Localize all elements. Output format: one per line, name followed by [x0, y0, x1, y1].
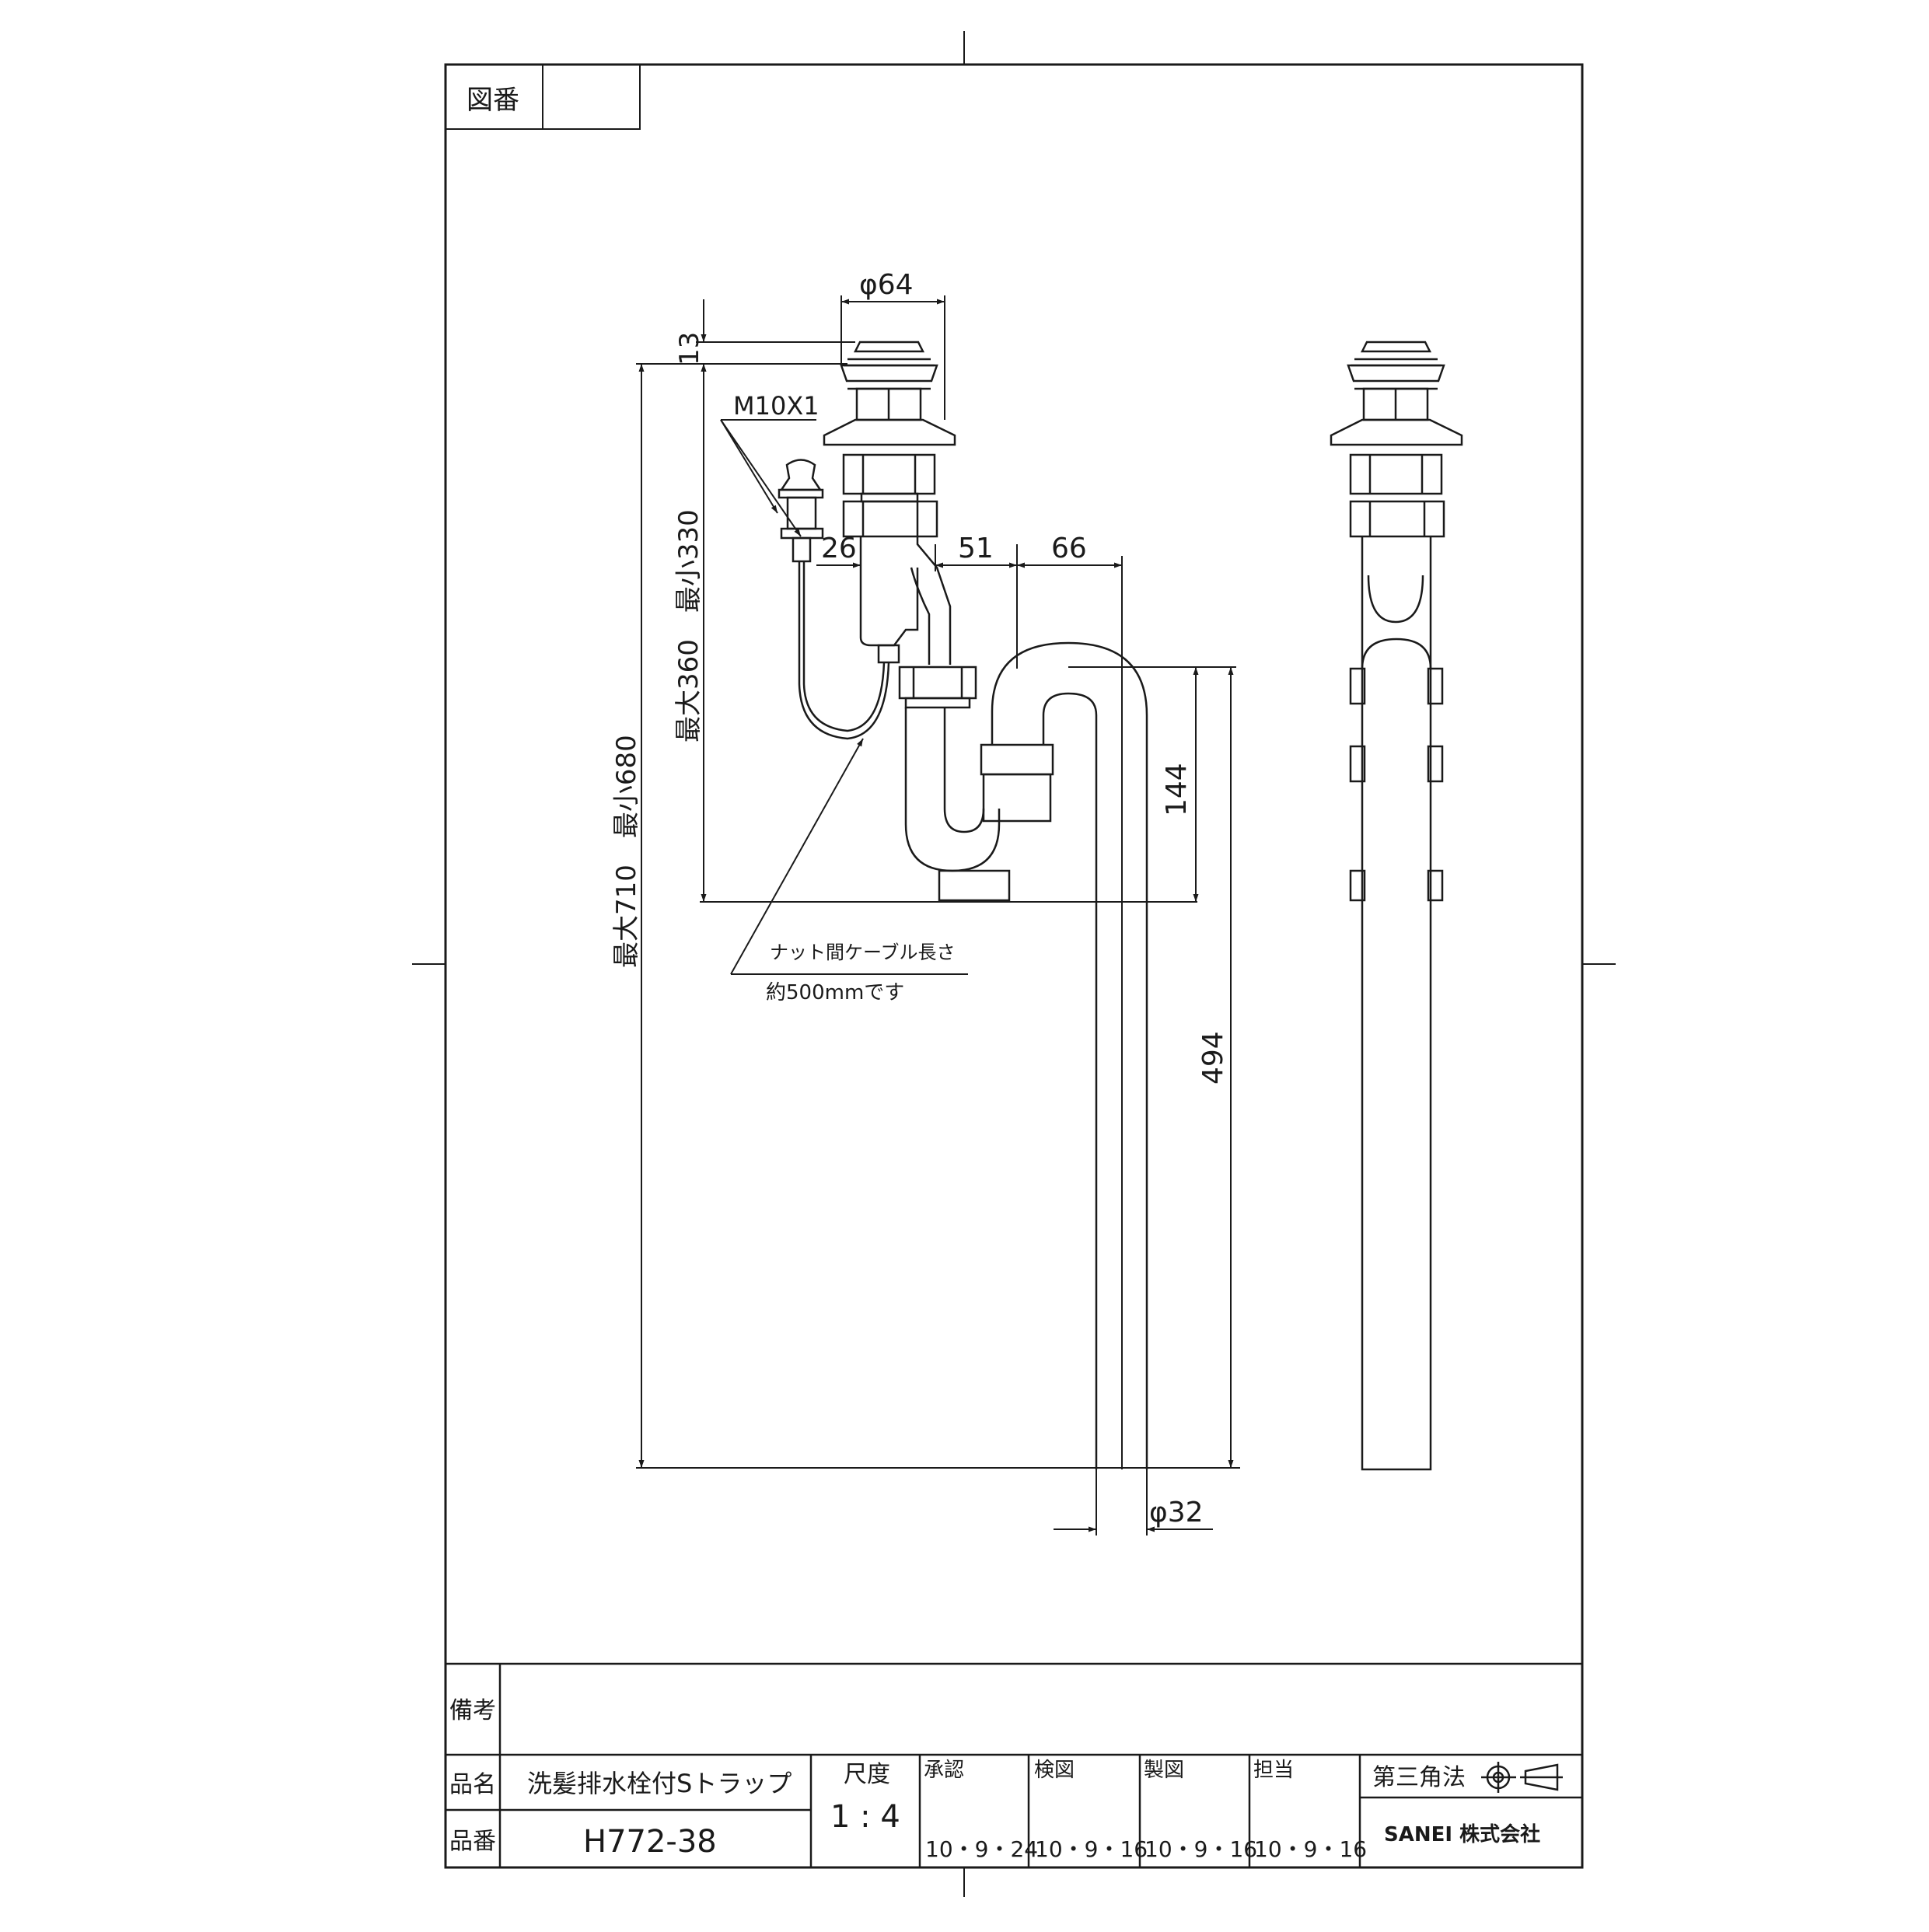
trap-nut-right — [980, 743, 1054, 776]
approved-label: 承認 — [924, 1759, 964, 1782]
gooseneck-outer — [991, 641, 1148, 1469]
dim-66: 66 — [1051, 533, 1087, 564]
drain-cap — [853, 341, 925, 353]
third-angle-projection-icon — [1481, 1762, 1563, 1793]
drawing-frame — [412, 31, 1616, 1897]
dim-m10: M10X1 — [733, 391, 819, 421]
dimension-labels: φ64 13 M10X1 26 51 66 144 494 φ32 最大360 … — [611, 269, 1229, 1528]
scale-value: 1 : 4 — [830, 1799, 900, 1835]
company-name: SANEI 株式会社 — [1384, 1822, 1540, 1846]
product-number-label: 品番 — [449, 1828, 496, 1855]
charge-label: 担当 — [1253, 1759, 1294, 1782]
dim-51: 51 — [958, 533, 994, 564]
dim-phi32: φ32 — [1149, 1497, 1204, 1528]
dimension-lines — [636, 295, 1240, 1535]
tee-body — [859, 536, 919, 647]
dim-144: 144 — [1161, 763, 1193, 816]
dim-phi64: φ64 — [859, 269, 914, 301]
remarks-label: 備考 — [449, 1697, 496, 1724]
lock-nut — [842, 453, 936, 495]
dim-height-710-680: 最大710 最小680 — [611, 735, 642, 968]
title-block — [446, 1662, 1582, 1867]
popup-knob — [779, 459, 823, 491]
projection-label: 第三角法 — [1372, 1764, 1466, 1791]
title-block-text: 備考 品名 洗髪排水栓付Sトラップ 品番 H772-38 尺度 1 : 4 承認… — [449, 1697, 1563, 1862]
basin-washer — [823, 418, 956, 446]
scale-label: 尺度 — [844, 1761, 890, 1788]
product-name-label: 品名 — [449, 1771, 496, 1798]
drawing-number-label: 図番 — [467, 85, 519, 116]
tail-piece — [860, 492, 919, 503]
drain-flange — [840, 364, 938, 383]
drawn-label: 製図 — [1144, 1759, 1184, 1782]
dim-13: 13 — [674, 332, 705, 365]
dim-26: 26 — [821, 533, 857, 564]
front-view — [778, 341, 1148, 1469]
s-trap-left — [904, 707, 1001, 872]
gooseneck-inner — [1042, 692, 1098, 1469]
checked-date: 10・9・16 — [1035, 1836, 1148, 1862]
drawing-number-box: 図番 — [445, 64, 641, 130]
cable-fitting — [877, 644, 900, 664]
drawn-date: 10・9・16 — [1144, 1836, 1257, 1862]
release-cable — [798, 561, 890, 740]
trap-nut-lower — [938, 869, 1011, 902]
cable-note-line1: ナット間ケーブル長さ — [770, 942, 956, 963]
cable-note-line2: 約500mmです — [766, 981, 904, 1004]
dim-494: 494 — [1197, 1031, 1229, 1085]
side-view — [1330, 341, 1463, 1471]
product-name: 洗髪排水栓付Sトラップ — [527, 1769, 792, 1798]
checked-label: 検図 — [1034, 1759, 1075, 1782]
charge-date: 10・9・16 — [1254, 1836, 1367, 1862]
dim-height-360-330: 最大360 最小330 — [673, 509, 704, 742]
union-nut — [842, 500, 938, 538]
trap-nut-upper — [898, 666, 977, 700]
product-number: H772-38 — [583, 1824, 717, 1860]
approved-date: 10・9・24 — [925, 1836, 1038, 1862]
